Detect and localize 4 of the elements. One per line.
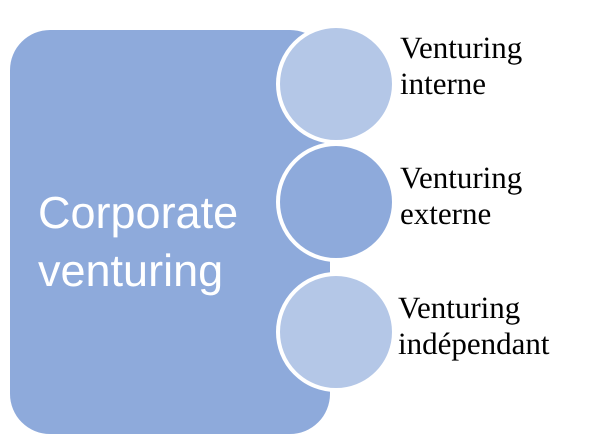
- panel-title: Corporate venturing: [38, 186, 240, 298]
- circle-label: Venturing indépendant: [398, 290, 551, 362]
- circle-label: Venturing externe: [400, 160, 524, 232]
- circle-label: Venturing interne: [400, 30, 524, 102]
